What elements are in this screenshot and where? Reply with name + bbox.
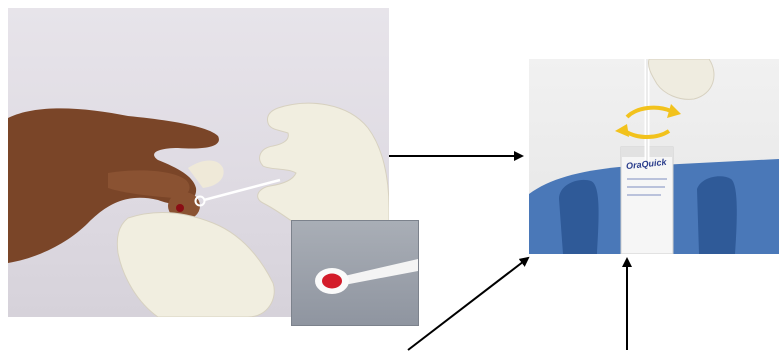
loop-handle (340, 259, 418, 285)
stand-slot-left (559, 180, 599, 254)
test-vial-illustration (529, 59, 779, 254)
stand-slot-right (697, 176, 737, 254)
blood-drop (176, 204, 184, 212)
loop-closeup-illustration (292, 221, 418, 325)
gloved-hand-left (117, 213, 274, 317)
rotation-arrowhead-icon (667, 104, 681, 118)
test-vial-photo: OraQuick (529, 59, 779, 254)
arrow-to-stand (408, 258, 528, 350)
rotation-arrowhead-icon (615, 124, 629, 137)
gloved-fingers (648, 59, 714, 99)
blood-in-loop (322, 274, 342, 289)
loop-closeup-inset (291, 220, 419, 326)
